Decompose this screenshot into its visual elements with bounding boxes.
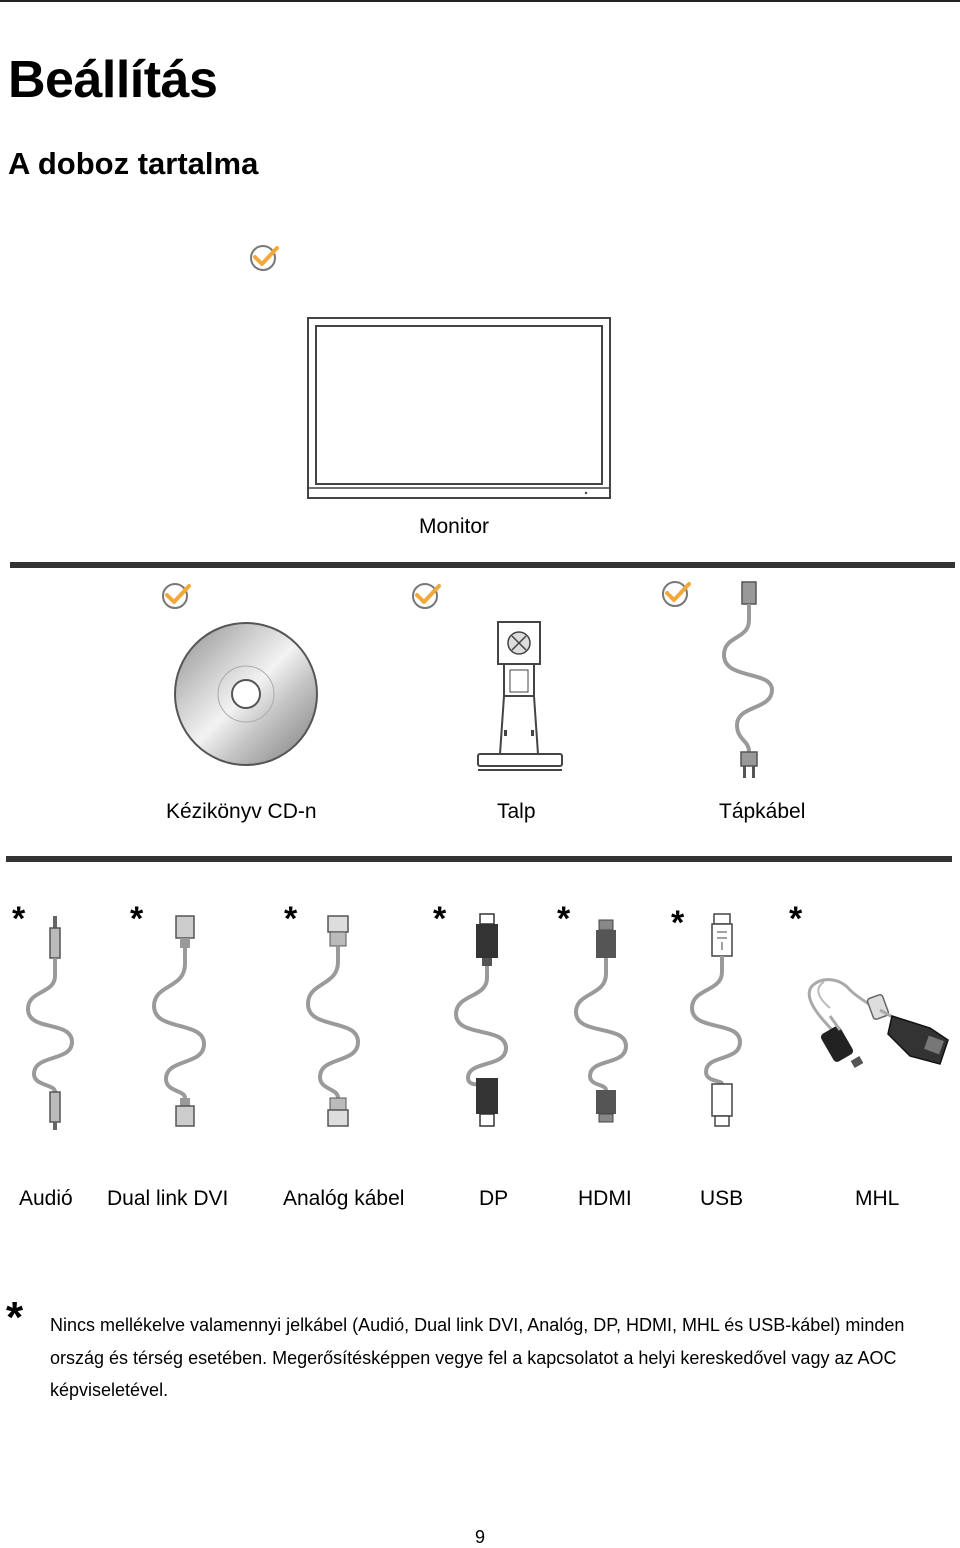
page-subtitle: A doboz tartalma (8, 146, 259, 181)
cd-label: Kézikönyv CD-n (166, 800, 317, 823)
footnote-text: Nincs mellékelve valamennyi jelkábel (Au… (50, 1315, 905, 1400)
optional-star: * (130, 900, 144, 938)
check-icon (162, 583, 191, 609)
usb-label: USB (700, 1187, 744, 1210)
dvi-label: Dual link DVI (107, 1187, 229, 1210)
vga-cable-icon (305, 915, 361, 1127)
mhl-cable-icon (807, 978, 949, 1068)
power-cable-label: Tápkábel (719, 800, 806, 823)
optional-star: * (557, 900, 571, 938)
audio-cable-icon (25, 916, 75, 1130)
optional-star: * (789, 900, 803, 938)
optional-star: * (433, 900, 447, 938)
cd-icon (174, 622, 318, 766)
audio-label: Audió (19, 1187, 73, 1210)
stand-icon (477, 621, 563, 771)
section-divider-1 (10, 562, 955, 568)
optional-star: * (12, 900, 26, 938)
page-number: 9 (474, 1527, 485, 1547)
dvi-cable-icon (151, 915, 207, 1127)
section-divider-2 (6, 856, 952, 862)
power-cable-icon (721, 581, 775, 778)
stand-label: Talp (497, 800, 536, 823)
page-title: Beállítás (8, 51, 218, 109)
check-icon (250, 245, 279, 271)
monitor-label: Monitor (419, 515, 490, 538)
dp-cable-icon (453, 913, 509, 1127)
monitor-icon (307, 317, 611, 499)
check-icon (412, 583, 441, 609)
vga-label: Analóg kábel (283, 1187, 405, 1210)
optional-star: * (284, 900, 298, 938)
footnote-star: * (6, 1293, 24, 1342)
hdmi-cable-icon (573, 919, 629, 1123)
check-icon (662, 581, 691, 607)
mhl-label: MHL (855, 1187, 900, 1210)
dp-label: DP (479, 1187, 509, 1210)
top-border (0, 0, 960, 2)
optional-star: * (671, 904, 685, 942)
usb-cable-icon (689, 913, 743, 1127)
hdmi-label: HDMI (578, 1187, 632, 1210)
